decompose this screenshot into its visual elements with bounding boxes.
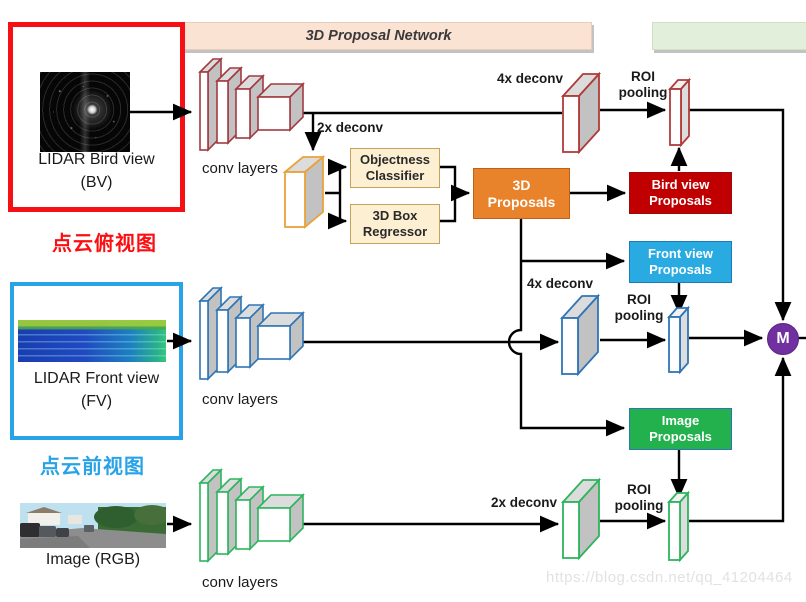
roi-slab-front-view [666, 305, 691, 375]
roi-slab-bird-view [667, 77, 692, 148]
bird-view-subtitle: (BV) [80, 174, 113, 191]
front-view-caption-cn: 点云前视图 [40, 456, 145, 478]
roi-slab-image [666, 490, 691, 563]
imageprop-line1: Image [661, 413, 700, 429]
imageprop-line2: Proposals [649, 429, 712, 444]
proposal-network-title: 3D Proposal Network [305, 28, 452, 44]
roi-pooling-label-mid: ROI pooling [612, 292, 666, 324]
bird-view-title: LIDAR Bird view [38, 151, 155, 168]
3d-proposals-box: 3D Proposals [473, 168, 570, 219]
lidar-bird-view-image [40, 72, 130, 152]
rgb-street-photo [20, 503, 166, 548]
3d-box-regressor-box: 3D Box Regressor [350, 204, 440, 244]
proposals3d-line2: Proposals [487, 193, 556, 210]
front-view-proposals-box: Front view Proposals [629, 241, 732, 283]
deconv-4x-label-mid: 4x deconv [527, 276, 594, 291]
deconv-slab-orange [282, 155, 326, 229]
objectness-classifier-box: Objectness Classifier [350, 148, 440, 188]
image-proposals-box: Image Proposals [629, 408, 732, 450]
bird-view-caption-cn: 点云俯视图 [52, 233, 157, 255]
frontview-line1: Front view [647, 246, 713, 262]
merge-node-m: M [767, 323, 799, 355]
roi-text: ROI [626, 482, 651, 497]
pooling-text: pooling [618, 84, 668, 100]
proposals3d-line1: 3D [512, 176, 531, 193]
deconv-2x-label-top: 2x deconv [317, 120, 384, 135]
birdview-line2: Proposals [649, 193, 712, 208]
conv-layers-label-bv: conv layers [202, 160, 278, 177]
fusion-network-header [652, 22, 806, 50]
objectness-line2: Classifier [365, 168, 425, 183]
watermark-url: https://blog.csdn.net/qq_41204464 [546, 569, 793, 586]
regressor-line1: 3D Box [372, 208, 418, 224]
bird-view-proposals-box: Bird view Proposals [629, 172, 732, 214]
conv-layers-label-rgb: conv layers [202, 574, 278, 591]
proposal-network-header: 3D Proposal Network [165, 22, 592, 50]
birdview-line1: Bird view [651, 177, 710, 193]
deconv-slab-bird-view [560, 71, 602, 155]
roi-text: ROI [630, 69, 655, 84]
deconv-4x-label-top: 4x deconv [497, 71, 564, 86]
conv-layers-label-fv: conv layers [202, 391, 278, 408]
conv-stack-image [198, 468, 305, 563]
lidar-front-view-panel: LIDAR Front view (FV) [10, 282, 183, 440]
conv-stack-bird-view [198, 57, 305, 152]
objectness-line1: Objectness [359, 152, 431, 168]
roi-text: ROI [626, 292, 651, 307]
pooling-text: pooling [614, 307, 664, 323]
pooling-text: pooling [614, 497, 664, 513]
rgb-image-title: Image (RGB) [45, 551, 141, 568]
conv-stack-front-view [198, 286, 305, 381]
regressor-line2: Regressor [362, 224, 428, 239]
lidar-front-view-image [18, 320, 166, 362]
roi-pooling-label-top: ROI pooling [616, 69, 670, 101]
front-view-title: LIDAR Front view [33, 370, 160, 387]
frontview-line2: Proposals [649, 262, 712, 277]
front-view-subtitle: (FV) [80, 393, 113, 410]
deconv-slab-front-view [559, 293, 601, 377]
roi-pooling-label-bottom: ROI pooling [612, 482, 666, 514]
merge-label: M [776, 330, 790, 347]
lidar-bird-view-panel: LIDAR Bird view (BV) [8, 22, 185, 212]
deconv-slab-image [560, 477, 602, 561]
deconv-2x-label-bottom: 2x deconv [491, 495, 558, 510]
